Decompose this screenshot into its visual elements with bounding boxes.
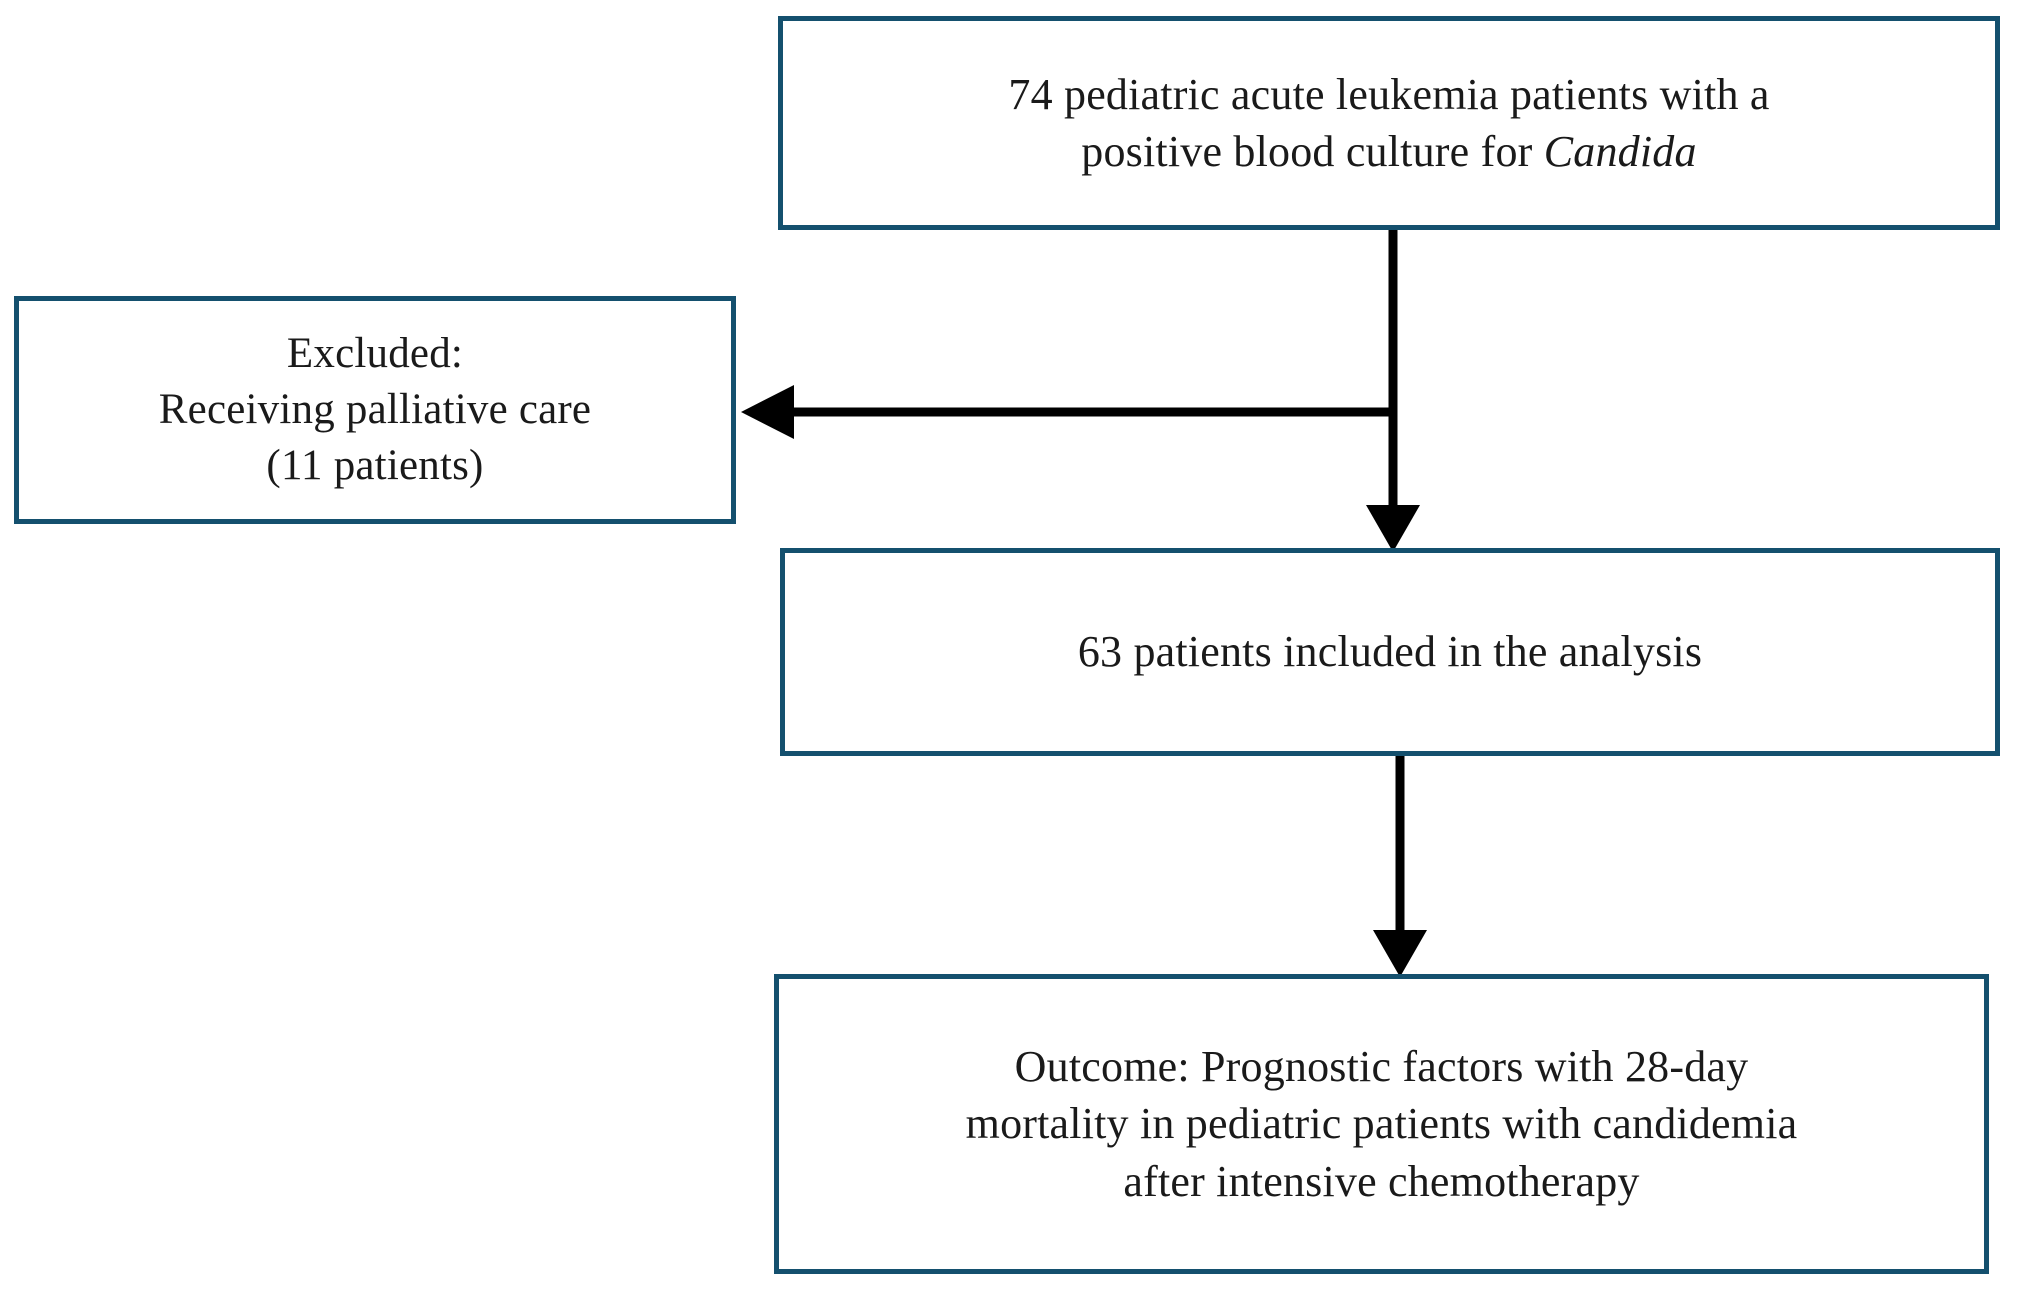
excluded-line-3: (11 patients) xyxy=(266,441,484,489)
edge-included-to-outcome xyxy=(1373,752,1427,977)
excluded-line-2: Receiving palliative care xyxy=(158,386,592,434)
node-excluded: Excluded: Receiving palliative care (11 pa… xyxy=(14,296,736,524)
edge-source-to-excluded xyxy=(741,385,1393,439)
excluded-line-1: Excluded: xyxy=(286,330,464,378)
node-source-cohort: 74 pediatric acute leukemia patients wit… xyxy=(778,16,2000,230)
node-outcome: Outcome: Prognostic factors with 28-day … xyxy=(774,974,1989,1274)
edge-source-to-included xyxy=(1366,226,1420,552)
node-outcome-label: Outcome: Prognostic factors with 28-day … xyxy=(965,1042,1798,1206)
node-included-label: 63 patients included in the analysis xyxy=(1077,627,1703,677)
node-included: 63 patients included in the analysis xyxy=(780,548,2000,756)
node-excluded-label: Excluded: Receiving palliative care (11 pa… xyxy=(133,326,617,494)
node-source-cohort-label: 74 pediatric acute leukemia patients wit… xyxy=(1008,69,1770,176)
